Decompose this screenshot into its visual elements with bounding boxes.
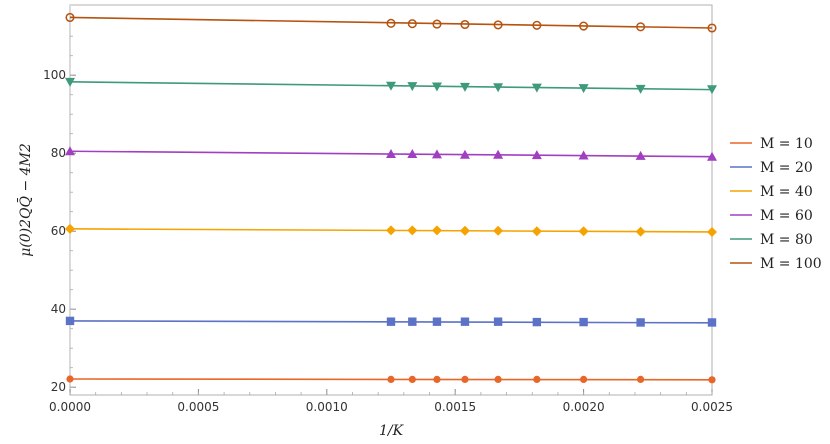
data-point: [459, 225, 470, 236]
x-tick-label: 0.0025: [691, 400, 733, 414]
data-point: [635, 84, 646, 94]
plot-frame: [69, 4, 713, 396]
data-point: [433, 375, 441, 383]
data-point: [494, 375, 502, 383]
data-point: [531, 226, 542, 237]
data-point: [461, 375, 469, 383]
data-point: [707, 226, 717, 237]
data-point: [708, 376, 716, 384]
x-tick-label: 0.0005: [177, 400, 219, 414]
data-point: [532, 20, 542, 30]
data-point: [637, 375, 645, 383]
data-point: [493, 83, 504, 93]
legend-entry: M = 100: [760, 256, 822, 272]
fit-line-series-5: [69, 16, 713, 29]
data-point: [579, 21, 589, 31]
data-point: [431, 225, 442, 236]
x-tick-label: 0.0020: [563, 400, 605, 414]
x-axis-label: 1/K: [379, 423, 405, 439]
data-point: [408, 317, 417, 326]
data-point: [707, 151, 717, 161]
data-point: [65, 146, 75, 156]
data-point: [386, 225, 396, 236]
data-point: [65, 223, 75, 234]
data-point: [407, 82, 418, 92]
data-point: [459, 149, 470, 159]
data-point: [431, 82, 442, 92]
data-point: [493, 149, 504, 159]
legend-entry: M = 40: [760, 184, 813, 200]
data-point: [579, 317, 588, 327]
data-point: [707, 23, 717, 33]
legend-entry: M = 10: [760, 136, 813, 152]
data-point: [386, 317, 396, 326]
data-point: [578, 150, 589, 160]
y-tick-label: 20: [51, 380, 66, 394]
data-point: [387, 375, 395, 383]
x-tick-label: 0.0015: [434, 400, 476, 414]
data-point: [407, 19, 417, 29]
data-point: [493, 20, 503, 30]
data-point: [578, 226, 589, 237]
data-point: [432, 19, 442, 29]
data-point: [532, 317, 542, 327]
data-point: [65, 12, 75, 23]
legend-entry: M = 80: [760, 232, 813, 248]
data-point: [460, 317, 470, 326]
data-point: [578, 84, 589, 94]
x-tick-label: 0.0010: [306, 400, 348, 414]
data-point: [707, 318, 717, 327]
x-tick-label: 0.0000: [49, 400, 91, 414]
y-tick-label: 40: [51, 302, 66, 316]
data-point: [533, 375, 541, 383]
data-point: [635, 226, 646, 237]
data-point: [432, 317, 442, 326]
y-tick-label: 100: [43, 68, 66, 82]
legend-entry: M = 20: [760, 160, 813, 176]
data-point: [66, 375, 74, 383]
data-point: [431, 149, 442, 159]
data-point: [386, 18, 396, 28]
data-point: [408, 375, 416, 383]
data-point: [635, 150, 646, 160]
legend-entry: M = 60: [760, 208, 813, 224]
data-point: [65, 77, 75, 87]
data-point: [65, 316, 75, 326]
data-point: [459, 82, 470, 92]
data-point: [707, 85, 717, 95]
y-tick-label: 80: [51, 146, 66, 160]
data-point: [531, 83, 542, 93]
data-point: [386, 81, 396, 91]
data-point: [531, 150, 542, 160]
y-tick-label: 60: [51, 224, 66, 238]
data-point: [407, 148, 418, 158]
data-point: [493, 317, 503, 326]
data-point: [636, 22, 646, 32]
data-point: [493, 225, 504, 236]
data-point: [636, 318, 645, 327]
data-point: [386, 148, 396, 158]
y-axis-label: μ(0)2QQ̄ − 4M2: [16, 143, 34, 257]
data-point: [580, 375, 588, 383]
data-point: [460, 19, 470, 30]
data-point: [407, 225, 418, 236]
